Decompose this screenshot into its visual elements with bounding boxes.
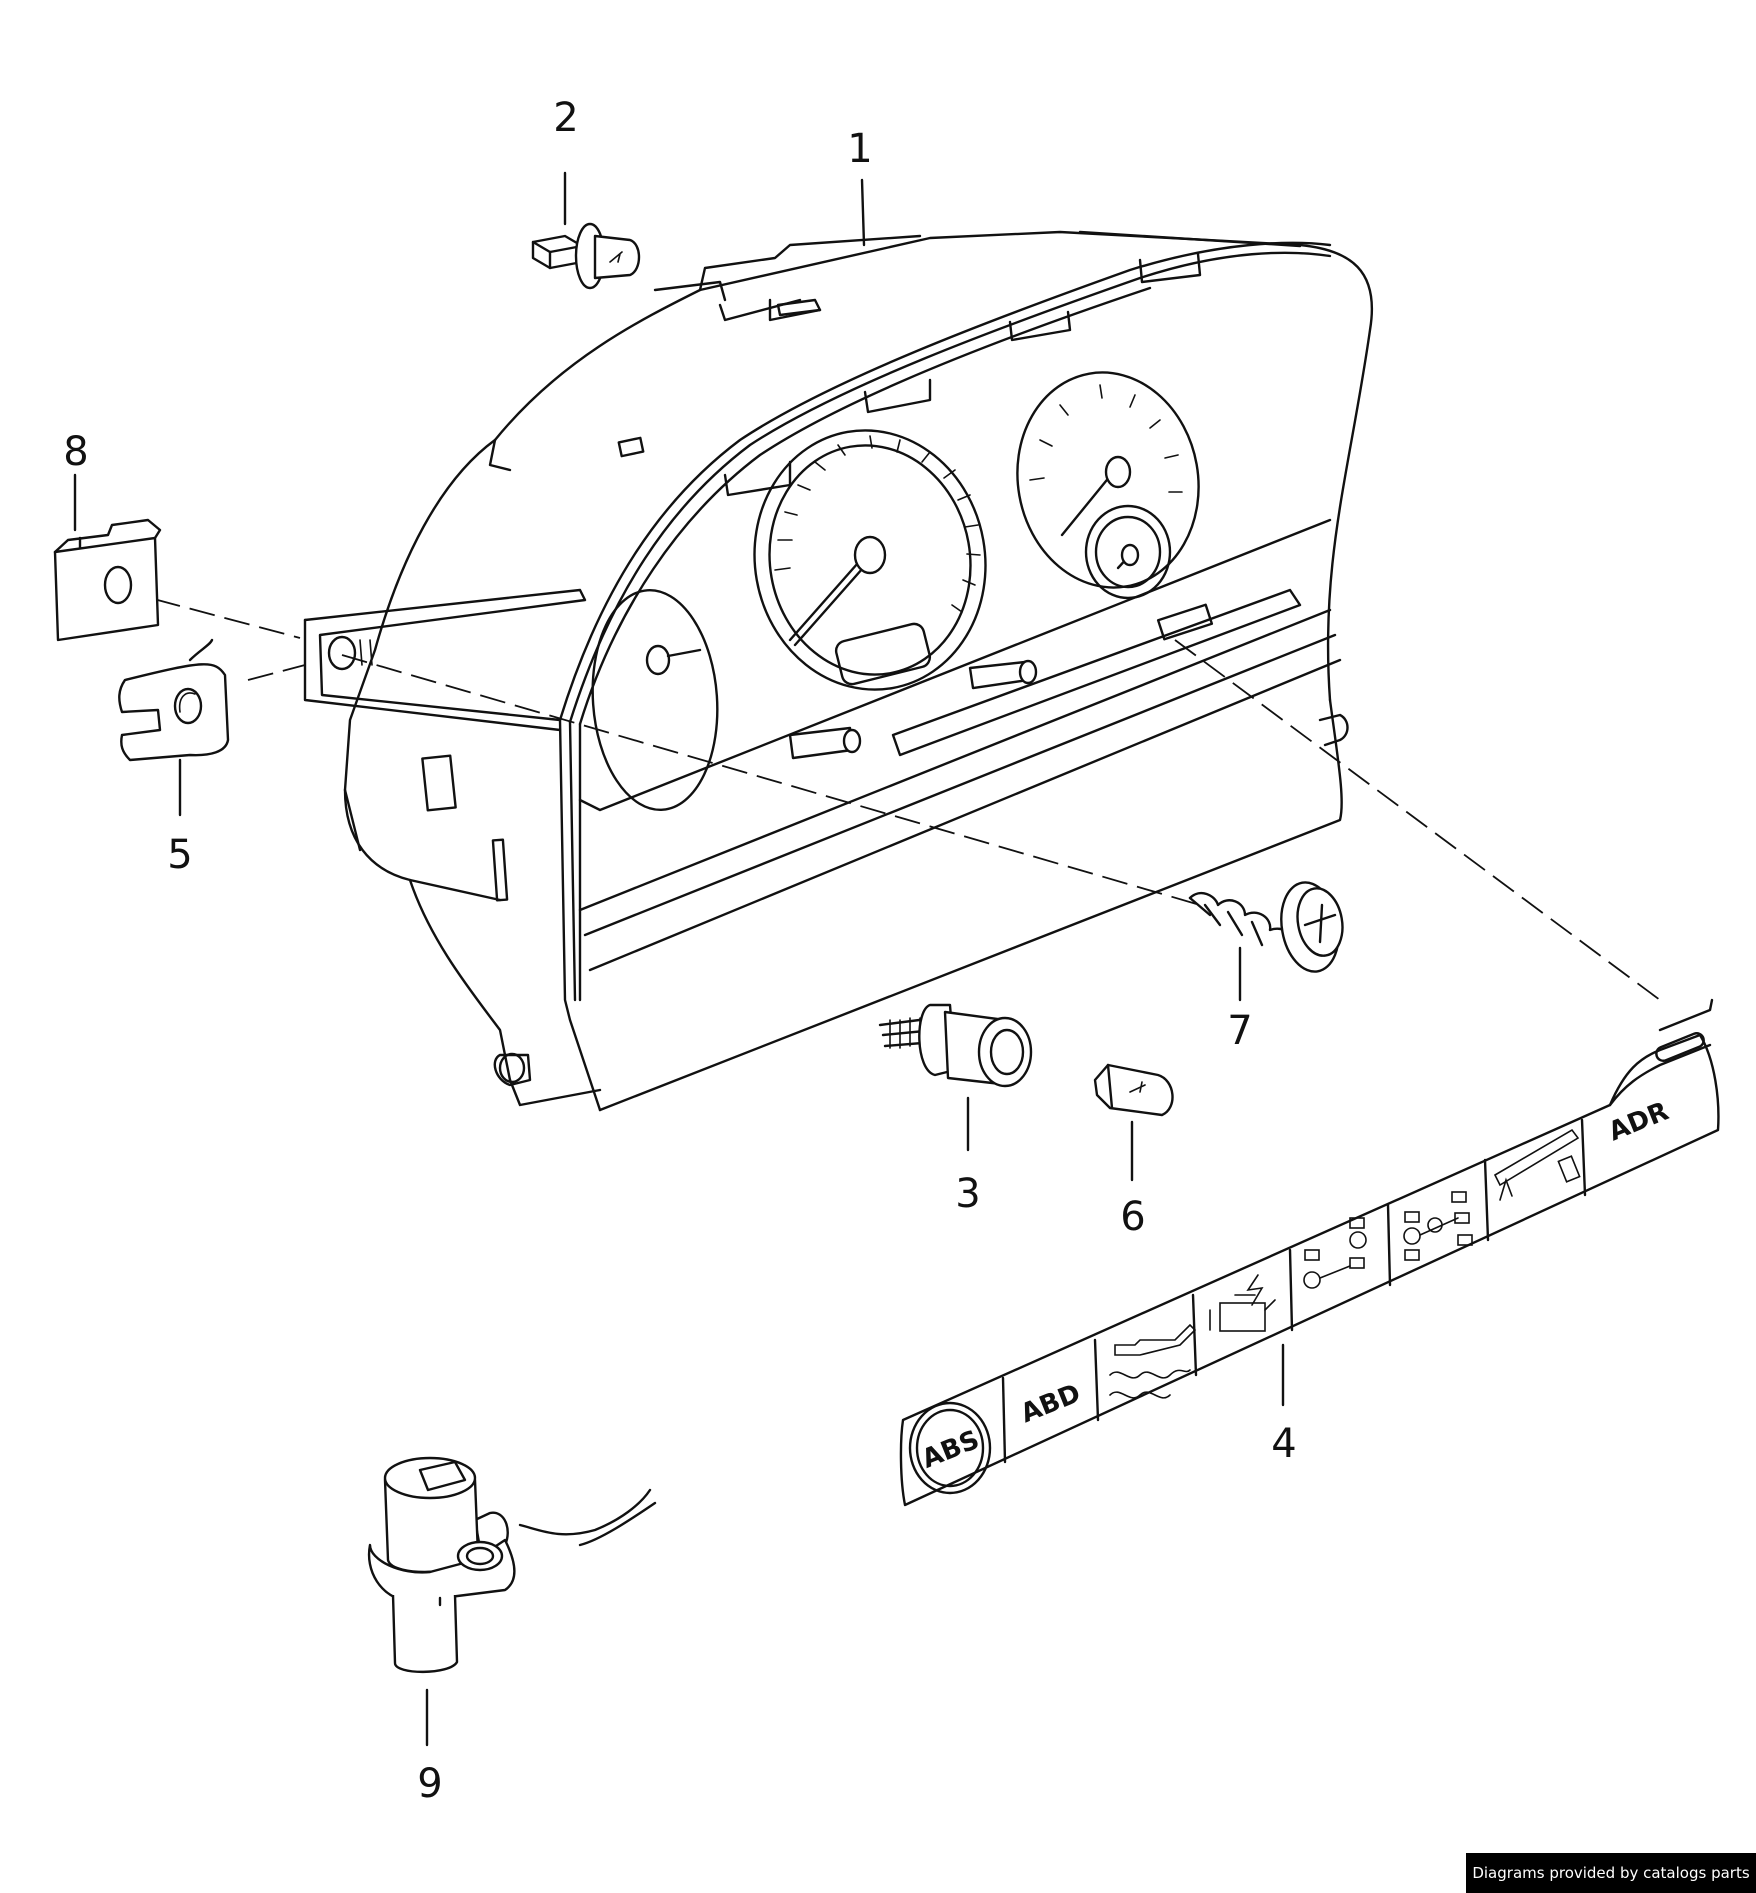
part-2-bulb-holder (531, 222, 641, 290)
leader-lines (73, 171, 1285, 1747)
callout-1: 1 (847, 126, 872, 172)
speedometer-ticks (774, 435, 981, 613)
callout-7: 7 (1227, 1008, 1252, 1054)
part-5-speed-nut (118, 638, 230, 762)
callout-2: 2 (553, 95, 578, 141)
part-6-wedge-bulb (1093, 1063, 1174, 1117)
oil-pressure-icon (1109, 1323, 1197, 1399)
differential-lock-icon (1303, 1217, 1367, 1289)
callout-9: 9 (417, 1761, 442, 1807)
credit-label: Diagrams provided by catalogs parts (1466, 1853, 1756, 1893)
callout-4: 4 (1271, 1421, 1296, 1467)
callout-5: 5 (167, 832, 192, 878)
callout-6: 6 (1120, 1194, 1145, 1240)
callout-3: 3 (955, 1171, 980, 1217)
all-wheel-lock-icon (1403, 1191, 1473, 1261)
instrument-cluster (303, 230, 1374, 1112)
engine-fault-icon (1209, 1274, 1276, 1332)
part-9-speed-sensor (367, 1456, 657, 1674)
tipper-icon (1493, 1128, 1581, 1201)
tachometer-ticks (1029, 384, 1183, 493)
part-3-socket (878, 1003, 1033, 1088)
assembly-lines (119, 589, 1661, 1001)
callout-8: 8 (63, 429, 88, 475)
part-7-screw (1188, 881, 1344, 973)
part-8-clip (53, 518, 162, 642)
part-4-warning-light-strip: ABS ABD (899, 998, 1720, 1507)
